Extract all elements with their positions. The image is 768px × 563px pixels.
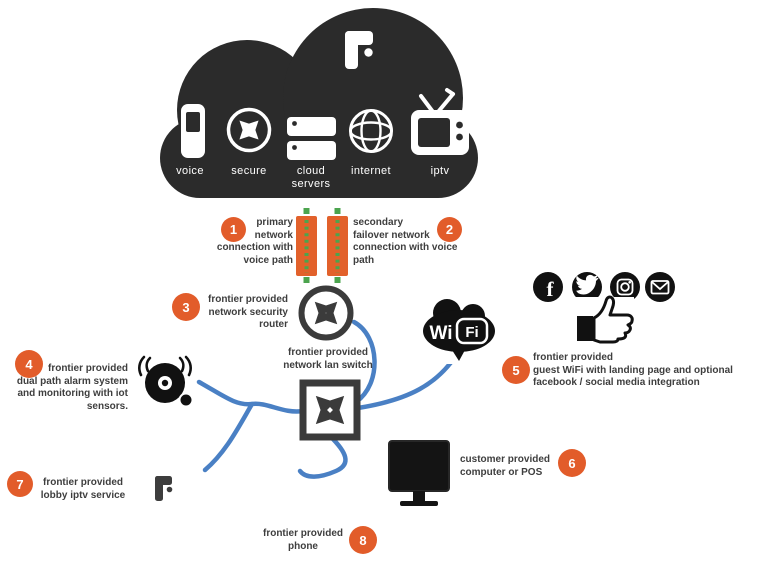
cloud-service-label-iptv: iptv bbox=[430, 165, 450, 177]
line-branch-to-lobby-tv bbox=[202, 401, 255, 473]
annotation-8-text: frontier provided phone bbox=[262, 528, 343, 552]
badge-7: 7 bbox=[7, 471, 33, 497]
secure-icon bbox=[226, 107, 272, 153]
annotation-6-text: customer provided computer or POS bbox=[460, 454, 551, 478]
wifi-logo: Wi Fi bbox=[420, 290, 500, 364]
annotation-1-text: primary network connection with voice pa… bbox=[216, 217, 293, 266]
network-cables-icon bbox=[296, 208, 348, 283]
wifi-fi-text: Fi bbox=[465, 324, 478, 341]
facebook-icon: f bbox=[530, 269, 567, 306]
iptv-tv-icon bbox=[411, 88, 469, 155]
email-icon bbox=[644, 269, 678, 306]
wifi-wi-text: Wi bbox=[429, 323, 452, 344]
line-router-to-switch bbox=[351, 319, 377, 405]
annotation-2-text: secondary failover network connection wi… bbox=[353, 217, 458, 266]
twitter-icon bbox=[568, 269, 606, 306]
voice-phone-icon bbox=[181, 104, 205, 158]
lobby-iptv-f-icon bbox=[155, 476, 173, 501]
alarm-bell-icon bbox=[138, 349, 196, 413]
cloud-servers-icon bbox=[287, 117, 336, 160]
thumbs-up-icon bbox=[570, 295, 634, 347]
badge-6: 6 bbox=[558, 449, 586, 477]
annotation-7-text: frontier provided lobby iptv service bbox=[40, 477, 126, 501]
annotation-5-text: frontier provided guest WiFi with landin… bbox=[533, 352, 733, 389]
svg-text:f: f bbox=[547, 277, 555, 301]
line-switch-to-phone bbox=[297, 434, 348, 479]
badge-8: 8 bbox=[349, 526, 377, 554]
annotation-4-text: frontier provided dual path alarm system… bbox=[16, 363, 128, 412]
frontier-f-logo bbox=[345, 31, 373, 69]
lan-switch-label: frontier provided network lan switch bbox=[283, 347, 373, 371]
lan-switch-icon bbox=[299, 379, 361, 441]
security-router-icon bbox=[298, 285, 354, 341]
badge-1: 1 bbox=[221, 217, 246, 242]
annotation-3-text: frontier provided network security route… bbox=[207, 294, 288, 331]
cloud-service-label-cloud-servers: cloud servers bbox=[291, 165, 331, 190]
badge-2: 2 bbox=[437, 217, 462, 242]
badge-3: 3 bbox=[172, 293, 200, 321]
badge-4: 4 bbox=[15, 350, 43, 378]
internet-globe-icon bbox=[349, 109, 393, 153]
computer-monitor-icon bbox=[388, 440, 450, 506]
cloud-service-label-secure: secure bbox=[231, 165, 267, 177]
cloud-service-label-voice: voice bbox=[176, 165, 204, 177]
cloud-service-label-internet: internet bbox=[351, 165, 391, 177]
badge-5: 5 bbox=[502, 356, 530, 384]
